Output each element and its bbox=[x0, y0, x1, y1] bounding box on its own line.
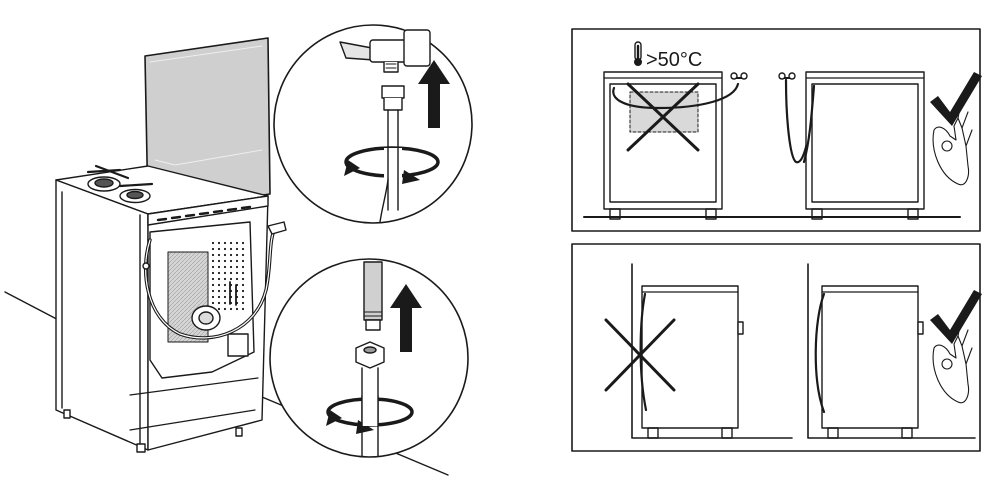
check-mark-icon bbox=[930, 72, 982, 126]
detail-circle-top bbox=[273, 24, 473, 224]
hot-hose-wrong bbox=[612, 82, 740, 110]
check-mark-icon-bottom bbox=[930, 290, 982, 344]
machine-with-clearance bbox=[807, 263, 976, 439]
panel-wall-clearance bbox=[571, 243, 982, 452]
machine-against-wall bbox=[604, 263, 793, 439]
machine-wrong bbox=[603, 71, 748, 220]
ok-hand-icon-bottom bbox=[932, 325, 973, 404]
tap-fitting bbox=[267, 221, 287, 235]
temperature-label: >50°C bbox=[646, 49, 702, 71]
rotate-arrow-icon bbox=[344, 146, 440, 184]
machine-correct bbox=[778, 71, 925, 220]
arrow-up-icon-bottom bbox=[390, 284, 422, 352]
cross-mark-icon bbox=[626, 82, 700, 152]
open-lid bbox=[144, 37, 271, 213]
detail-circle-bottom bbox=[269, 258, 469, 458]
tap-icon-right bbox=[778, 72, 796, 80]
wall-line-right bbox=[807, 263, 976, 439]
wall-line bbox=[631, 263, 793, 439]
burner-icon bbox=[86, 164, 154, 204]
water-tap-icon bbox=[339, 29, 431, 73]
hose-pinched bbox=[639, 292, 648, 412]
tap-icon bbox=[730, 72, 748, 80]
rotate-arrow-icon-bottom bbox=[326, 395, 414, 434]
arrow-up-icon bbox=[418, 60, 450, 128]
cross-mark-icon-bottom bbox=[604, 318, 676, 392]
thermometer-icon bbox=[634, 41, 642, 66]
hose-free bbox=[814, 292, 826, 414]
appliance-rear-view bbox=[4, 37, 449, 476]
panel-temperature: >50°C bbox=[571, 28, 982, 232]
hose-end-top bbox=[379, 85, 405, 223]
pipe-end bbox=[363, 261, 383, 331]
ok-hand-icon bbox=[932, 107, 973, 186]
rear-vent-slots bbox=[156, 205, 252, 222]
